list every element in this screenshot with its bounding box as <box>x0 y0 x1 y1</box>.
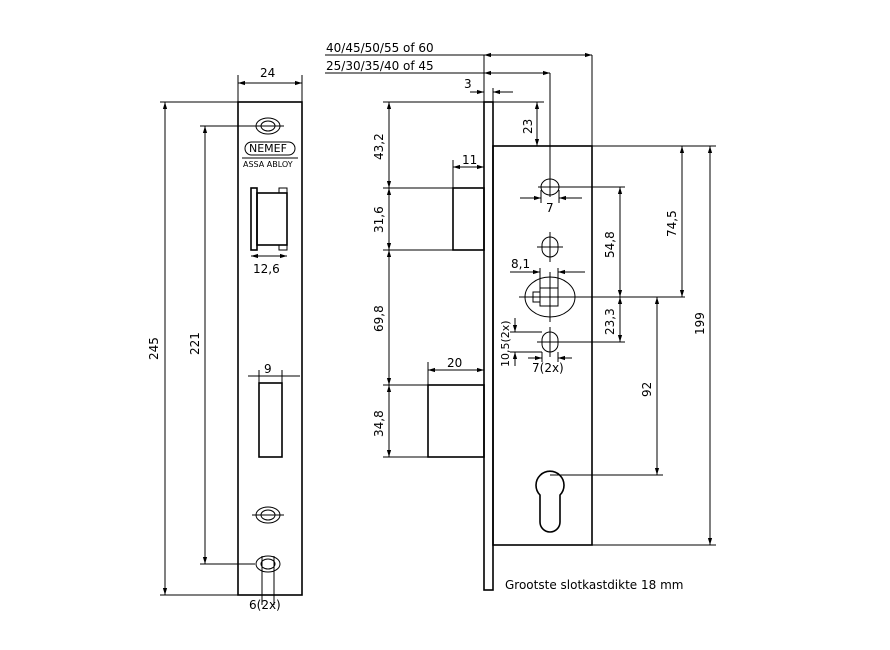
screw-hole-icon <box>252 506 284 524</box>
dim-31-6: 31,6 <box>372 206 386 233</box>
cylinder-cutout <box>535 470 565 533</box>
follower-hole-icon <box>520 178 625 203</box>
dim-latch-width: 12,6 <box>253 262 280 276</box>
svg-text:ASSA ABLOY: ASSA ABLOY <box>243 160 293 169</box>
hole-icon <box>537 232 563 262</box>
faceplate-side <box>483 101 494 591</box>
note-case-thickness: Grootste slotkastdikte 18 mm <box>505 578 683 592</box>
screw-hole-icon <box>252 117 284 135</box>
screw-hole-icon <box>255 555 281 605</box>
dim-92: 92 <box>640 382 654 397</box>
dim-height-total: 245 <box>147 337 161 360</box>
dim-23-3: 23,3 <box>603 308 617 335</box>
side-view: 40/45/50/55 of 60 25/30/35/40 of 45 3 43… <box>325 41 716 592</box>
hole-icon <box>510 318 625 366</box>
spindle-hub-icon <box>510 268 685 322</box>
dim-43-2: 43,2 <box>372 133 386 160</box>
latch <box>452 187 485 251</box>
dim-54-8: 54,8 <box>603 231 617 258</box>
dim-bolt-projection: 20 <box>447 356 462 370</box>
dim-74-5: 74,5 <box>665 210 679 237</box>
bolt-opening <box>258 382 283 458</box>
faceplate-front <box>237 101 303 596</box>
dim-hole-7: 7 <box>546 201 554 215</box>
dim-199: 199 <box>693 312 707 335</box>
dim-backset-short: 25/30/35/40 of 45 <box>326 59 434 73</box>
dim-69-8: 69,8 <box>372 305 386 332</box>
nemef-logo: NEMEF ASSA ABLOY <box>242 141 298 169</box>
dim-latch-projection: 11 <box>462 153 477 167</box>
lock-case <box>492 145 593 546</box>
latch-opening <box>250 187 288 251</box>
dim-hole-height: 10,5(2x) <box>499 320 512 367</box>
dim-screw-hole: 6(2x) <box>249 598 281 612</box>
dim-hole-width: 7(2x) <box>532 361 564 375</box>
dim-faceplate-thickness: 3 <box>464 77 472 91</box>
dim-screw-spacing: 221 <box>188 332 202 355</box>
dim-34-8: 34,8 <box>372 410 386 437</box>
deadbolt <box>427 384 485 458</box>
dim-width: 24 <box>260 66 275 80</box>
dim-23: 23 <box>521 119 535 134</box>
svg-text:NEMEF: NEMEF <box>249 142 287 155</box>
dim-bolt-width: 9 <box>264 362 272 376</box>
dim-spindle: 8,1 <box>511 257 530 271</box>
front-view: 24 245 221 6(2x) NEMEF ASSA ABLOY 12,6 <box>147 66 303 612</box>
dim-backset-long: 40/45/50/55 of 60 <box>326 41 434 55</box>
